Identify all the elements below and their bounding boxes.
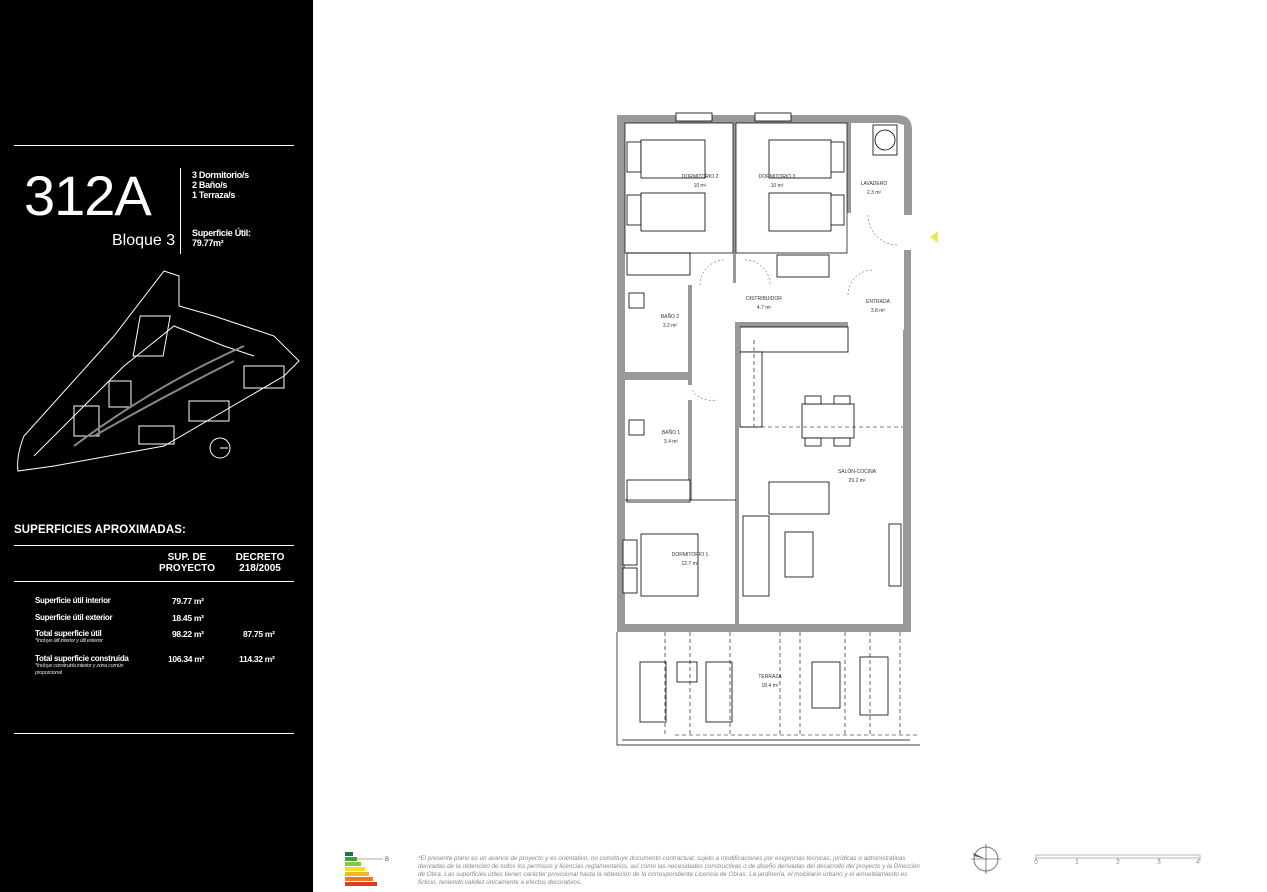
divider — [14, 733, 294, 734]
column-header-decree: DECRETO 218/2005 — [225, 552, 295, 574]
svg-text:B: B — [385, 857, 389, 863]
scale-tick: 2 — [1116, 859, 1120, 866]
svg-text:DORMITORIO 2: DORMITORIO 2 — [682, 174, 719, 180]
column-header-project: SUP. DE PROYECTO — [152, 552, 222, 574]
row-decree-value: 87.75 m² — [243, 629, 275, 639]
row-label: Total superficie construida — [35, 654, 129, 663]
floor-plan: DORMITORIO 2 10 m² DORMITORIO 3 10 m² LA… — [616, 112, 920, 746]
row-note: *Incluye construida interior y zona comú… — [35, 663, 124, 676]
svg-text:3.4 m²: 3.4 m² — [664, 439, 679, 445]
svg-text:DISTRIBUIDOR: DISTRIBUIDOR — [746, 296, 782, 302]
terraces-count: 1 Terraza/s — [192, 190, 236, 200]
svg-text:10 m²: 10 m² — [771, 183, 784, 189]
header-line: SUP. DE — [167, 552, 207, 563]
svg-text:3.2 m²: 3.2 m² — [663, 323, 678, 329]
row-label: Superficie útil exterior — [35, 613, 113, 622]
legal-disclaimer: *El presente plano es un avance de proye… — [418, 855, 920, 886]
sidebar-panel: 312A Bloque 3 3 Dormitorio/s 2 Baño/s 1 … — [0, 0, 313, 892]
scale-tick: 0 — [1034, 859, 1038, 866]
svg-text:LAVADERO: LAVADERO — [861, 181, 888, 187]
energy-rating-icon: B — [345, 852, 389, 886]
north-compass-icon — [971, 844, 1001, 874]
svg-text:DORMITORIO 3: DORMITORIO 3 — [759, 174, 796, 180]
svg-text:BAÑO 2: BAÑO 2 — [661, 313, 680, 320]
svg-text:SALÓN-COCINA: SALÓN-COCINA — [838, 468, 877, 475]
svg-text:BAÑO 1: BAÑO 1 — [662, 429, 681, 436]
bedrooms-count: 3 Dormitorio/s — [192, 170, 249, 180]
divider — [14, 581, 294, 582]
divider — [14, 545, 294, 546]
vertical-divider — [180, 168, 181, 254]
row-note: *Incluye útil interior y útil exterior — [35, 638, 103, 644]
area-row: Superficie útil exterior — [35, 613, 113, 622]
svg-text:10 m²: 10 m² — [694, 183, 707, 189]
scale-bar — [1035, 854, 1201, 861]
useful-area-label: Superficie Útil: — [192, 228, 251, 238]
header-line: DECRETO — [235, 552, 285, 563]
bathrooms-count: 2 Baño/s — [192, 180, 228, 190]
svg-text:18.4 m²: 18.4 m² — [762, 683, 779, 689]
row-decree-value: 114.32 m² — [239, 654, 275, 664]
row-label: Superficie útil interior — [35, 596, 111, 605]
svg-text:DORMITORIO 1: DORMITORIO 1 — [672, 552, 709, 558]
unit-code: 312A — [24, 164, 152, 227]
row-project-value: 18.45 m² — [172, 613, 204, 623]
entrance-marker-icon — [930, 231, 938, 243]
area-row: Total superficie construida*Incluye cons… — [35, 654, 145, 677]
divider — [14, 145, 294, 146]
scale-tick: 3 — [1157, 859, 1161, 866]
useful-area: Superficie Útil: 79.77m² — [192, 228, 251, 248]
row-label: Total superficie útil — [35, 629, 102, 638]
svg-text:12.7 m²: 12.7 m² — [682, 561, 699, 567]
area-row: Total superficie útil*Incluye útil inter… — [35, 629, 145, 645]
row-project-value: 98.22 m² — [172, 629, 204, 639]
block-label: Bloque 3 — [112, 232, 176, 249]
row-project-value: 79.77 m² — [172, 596, 204, 606]
area-row: Superficie útil interior — [35, 596, 111, 605]
site-axonometric-drawing — [17, 270, 300, 472]
header-line: PROYECTO — [159, 563, 215, 574]
svg-text:29.2 m²: 29.2 m² — [849, 478, 866, 484]
scale-tick: 1 — [1075, 859, 1079, 866]
svg-text:TERRAZA: TERRAZA — [758, 674, 782, 680]
scale-tick: 4 — [1196, 859, 1200, 866]
row-project-value: 106.34 m² — [168, 654, 205, 664]
areas-section-title: SUPERFICIES APROXIMADAS: — [14, 524, 186, 536]
svg-text:3.8 m²: 3.8 m² — [871, 308, 886, 314]
unit-features: 3 Dormitorio/s 2 Baño/s 1 Terraza/s — [192, 170, 249, 200]
svg-text:2.3 m²: 2.3 m² — [867, 190, 882, 196]
useful-area-value: 79.77m² — [192, 238, 224, 248]
svg-text:4.7 m²: 4.7 m² — [757, 305, 772, 311]
svg-text:ENTRADA: ENTRADA — [866, 299, 891, 305]
header-line: 218/2005 — [239, 563, 281, 574]
